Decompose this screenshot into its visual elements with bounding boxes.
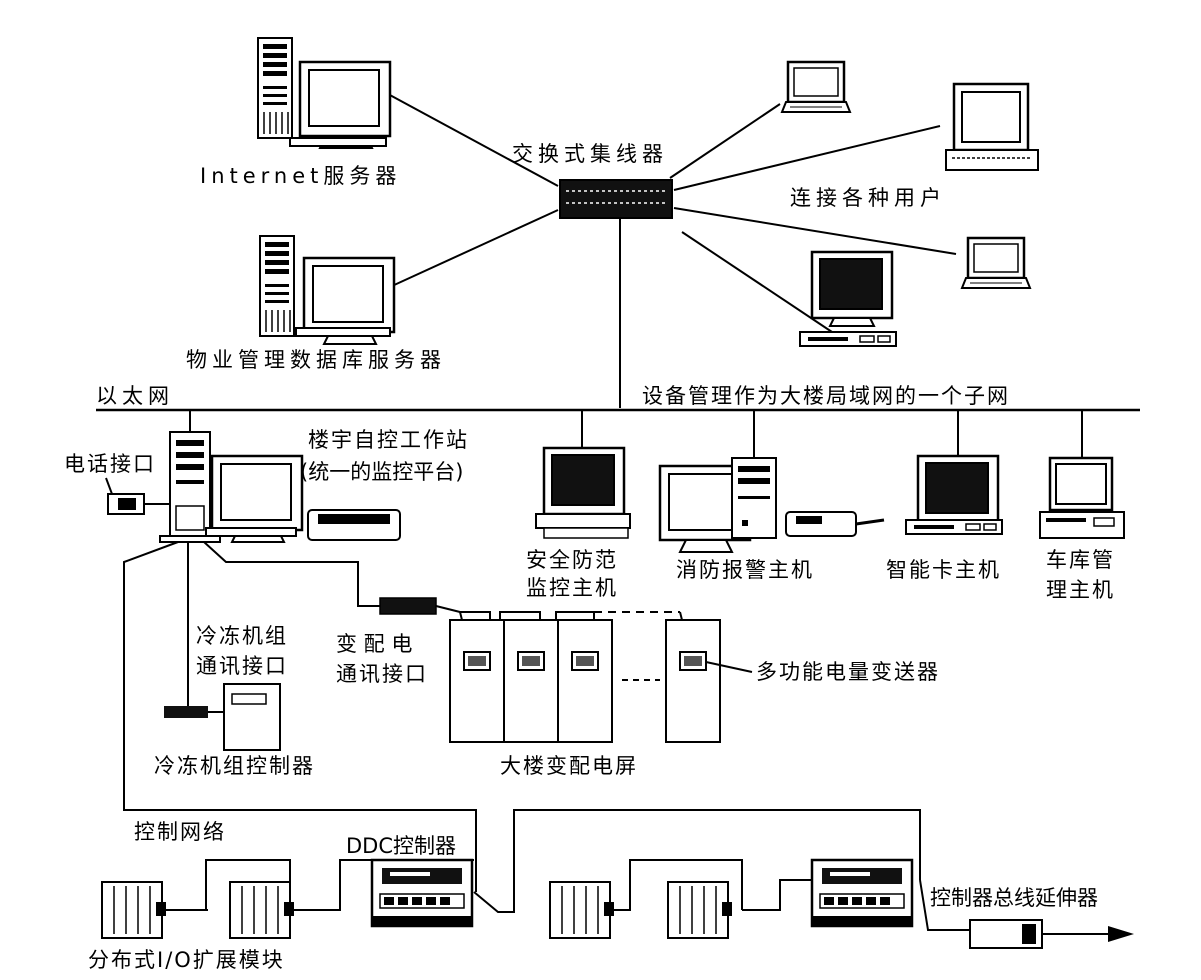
- security-keyboard-icon: [535, 513, 631, 539]
- chiller-controller-label: 冷冻机组控制器: [154, 754, 315, 778]
- control-network-line: [123, 541, 477, 892]
- security-host-sublabel: 监控主机: [526, 576, 618, 600]
- phone-interface-label: 电话接口: [64, 452, 156, 476]
- ethernet-label: 以太网: [96, 384, 174, 408]
- keyboard-icon: [289, 137, 387, 147]
- meter-pointer: [705, 661, 753, 673]
- control-network-label: 控制网络: [134, 820, 226, 844]
- chiller-controller-icon: [223, 683, 281, 751]
- ddc-controller-label: DDC控制器: [346, 834, 457, 858]
- chiller-comm-label: 冷冻机组: [196, 624, 288, 648]
- db-server-label: 物业管理数据库服务器: [186, 348, 446, 372]
- power-comm-label: 变 配 电: [336, 632, 413, 656]
- io-module-label: 分布式I/O扩展模块: [88, 948, 285, 972]
- printer-icon: [307, 509, 401, 541]
- link-user-desktop-1: [673, 125, 941, 191]
- workstation-tower-icon: [159, 431, 221, 543]
- link-user-laptop-2: [673, 207, 957, 255]
- fire-printer-icon: [785, 511, 885, 537]
- fire-tower-icon: [731, 457, 777, 539]
- power-panel-label: 大楼变配电屏: [500, 754, 638, 778]
- power-comm-interface-icon: [379, 597, 437, 615]
- bus-extender-label: 控制器总线延伸器: [930, 886, 1098, 910]
- meter-transmitter-label: 多功能电量变送器: [756, 660, 940, 684]
- internet-server-label: Internet服务器: [200, 164, 402, 188]
- chiller-comm-sublabel: 通讯接口: [196, 654, 288, 678]
- link-user-laptop-1: [669, 103, 781, 179]
- switch-hub-icon: [559, 179, 673, 219]
- keyboard-icon: [205, 527, 297, 537]
- fire-alarm-host-label: 消防报警主机: [676, 558, 814, 582]
- garage-monitor-icon: [1039, 456, 1125, 539]
- security-host-label: 安全防范: [526, 548, 618, 572]
- power-comm-sublabel: 通讯接口: [336, 662, 428, 686]
- workstation-sublabel: (统一的监控平台): [300, 460, 464, 484]
- workstation-label: 楼宇自控工作站: [308, 428, 469, 452]
- link-power-comm: [203, 541, 380, 607]
- keyboard-icon: [295, 327, 391, 337]
- garage-host-sublabel: 理主机: [1046, 578, 1115, 602]
- bus-extender-icon: [969, 919, 1134, 949]
- link-internet-server: [387, 93, 559, 187]
- subnet-note-label: 设备管理作为大楼局域网的一个子网: [642, 384, 1010, 408]
- link-db-server: [391, 209, 559, 287]
- user-desktop-icon: [945, 82, 1039, 171]
- smart-card-host-label: 智能卡主机: [886, 558, 1001, 582]
- garage-host-label: 车库管: [1046, 548, 1115, 572]
- chiller-comm-interface-icon: [164, 706, 208, 718]
- switch-hub-label: 交换式集线器: [512, 142, 668, 166]
- connect-users-label: 连接各种用户: [790, 186, 946, 210]
